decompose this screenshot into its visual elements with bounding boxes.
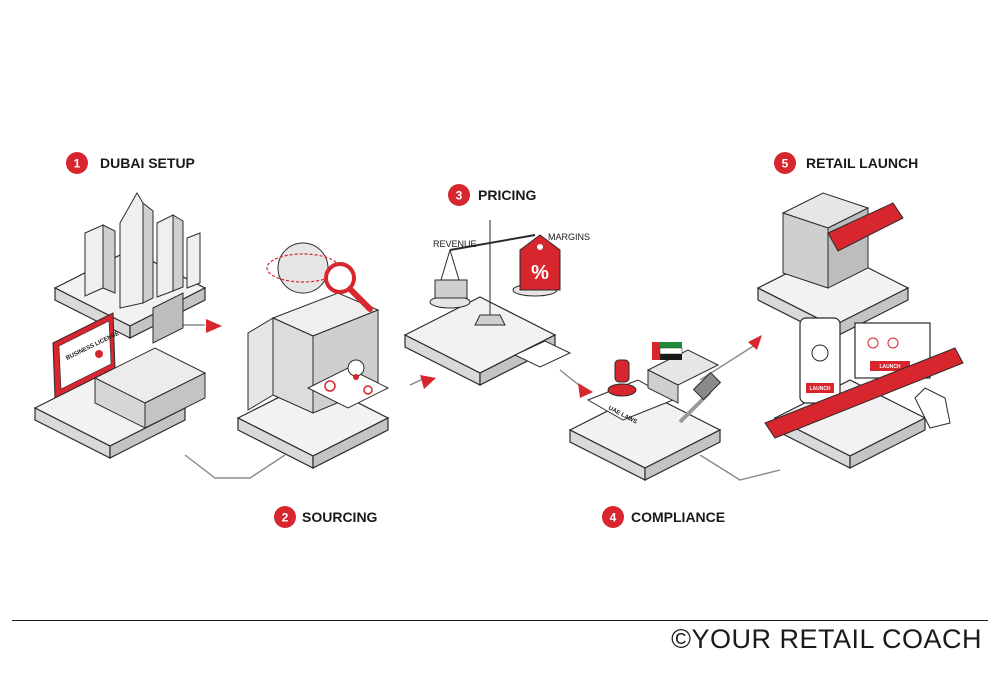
pricing-platform: % REVENUE MARGINS [404,220,590,386]
retail-launch-devices-platform: LAUNCH LAUNCH [764,317,964,469]
step-1-number: 1 [74,157,81,171]
storefront-icon [781,192,904,289]
step-5-title: RETAIL LAUNCH [806,155,918,171]
connector-4-5 [699,454,781,481]
step-5-badge [774,152,796,174]
step-1-badge [66,152,88,174]
step-2-header: 2 SOURCING [274,506,378,528]
flow-arrows [206,319,762,398]
retail-launch-store-platform [757,192,909,339]
arrow-sourcing [420,375,436,389]
step-2-number: 2 [282,511,289,525]
dubai-setup-office-platform: BUSINESS LICENSE [34,292,207,459]
gavel-icon [678,371,722,424]
smartphone-icon: LAUNCH [799,317,841,404]
skyline-icon [84,192,201,309]
step-3-number: 3 [456,189,463,203]
laptop-launch-text: LAUNCH [879,364,900,370]
margins-label: MARGINS [548,232,590,242]
step-1-header: 1 DUBAI SETUP [66,152,195,174]
pointing-hand-icon [914,387,951,429]
compliance-platform: UAE LAWS [569,342,722,481]
step-2-badge [274,506,296,528]
office-desk-icon [93,292,207,429]
arrow-compliance [748,335,762,350]
revenue-label: REVENUE [433,239,477,249]
step-5-header: 5 RETAIL LAUNCH [774,152,918,174]
step-3-header: 3 PRICING [448,184,536,206]
globe-search-icon [266,242,373,312]
percent-symbol: % [531,262,549,284]
cash-stack-icon [434,279,468,299]
stamp-icon [607,359,637,397]
step-3-badge [448,184,470,206]
dubai-setup-skyline-platform [54,192,206,339]
percent-tag-icon: % [519,234,561,291]
step-5-number: 5 [782,157,789,171]
step-4-header: 4 COMPLIANCE [602,506,725,528]
step-2-title: SOURCING [302,509,378,525]
footer-divider [12,620,988,621]
calculator-icon [513,340,572,368]
uae-flag-icon [652,342,683,360]
arrow-setup [206,319,222,333]
step-4-number: 4 [610,511,617,525]
connector-1-2 [184,454,286,479]
sourcing-platform [237,242,390,469]
phone-launch-text: LAUNCH [809,386,830,392]
step-1-title: DUBAI SETUP [100,155,195,171]
launch-ribbon-icon [764,347,964,439]
jewelry-display-icon [306,359,390,409]
step-3-title: PRICING [478,187,536,203]
step-4-title: COMPLIANCE [631,509,725,525]
copyright-text: ©YOUR RETAIL COACH [671,624,982,654]
step-4-badge [602,506,624,528]
arrow-pricing [578,383,593,398]
